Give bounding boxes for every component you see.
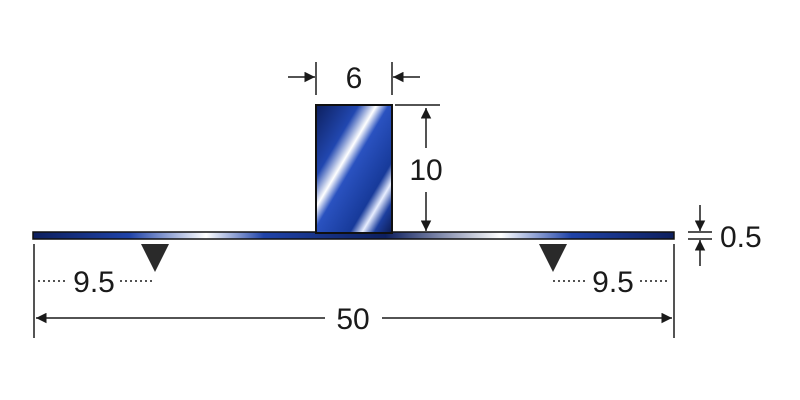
dim-block-width-label: 6	[346, 62, 363, 95]
vertical-block	[315, 104, 393, 234]
dim-block-height-label: 10	[409, 154, 442, 187]
dim-block-height: 10	[395, 104, 443, 231]
dim-plate-thickness: 0.5	[688, 205, 762, 266]
dim-support-left-label: 9.5	[73, 266, 115, 299]
support-right-icon	[539, 244, 567, 272]
dim-support-right: 9.5	[553, 266, 670, 299]
dim-plate-thickness-label: 0.5	[720, 221, 762, 254]
support-left-icon	[141, 244, 169, 272]
dim-total-length-label: 50	[336, 303, 369, 336]
dim-support-right-label: 9.5	[592, 266, 634, 299]
dim-support-left: 9.5	[38, 266, 155, 299]
dim-block-width: 6	[288, 62, 420, 95]
dim-total-length: 50	[33, 244, 675, 338]
